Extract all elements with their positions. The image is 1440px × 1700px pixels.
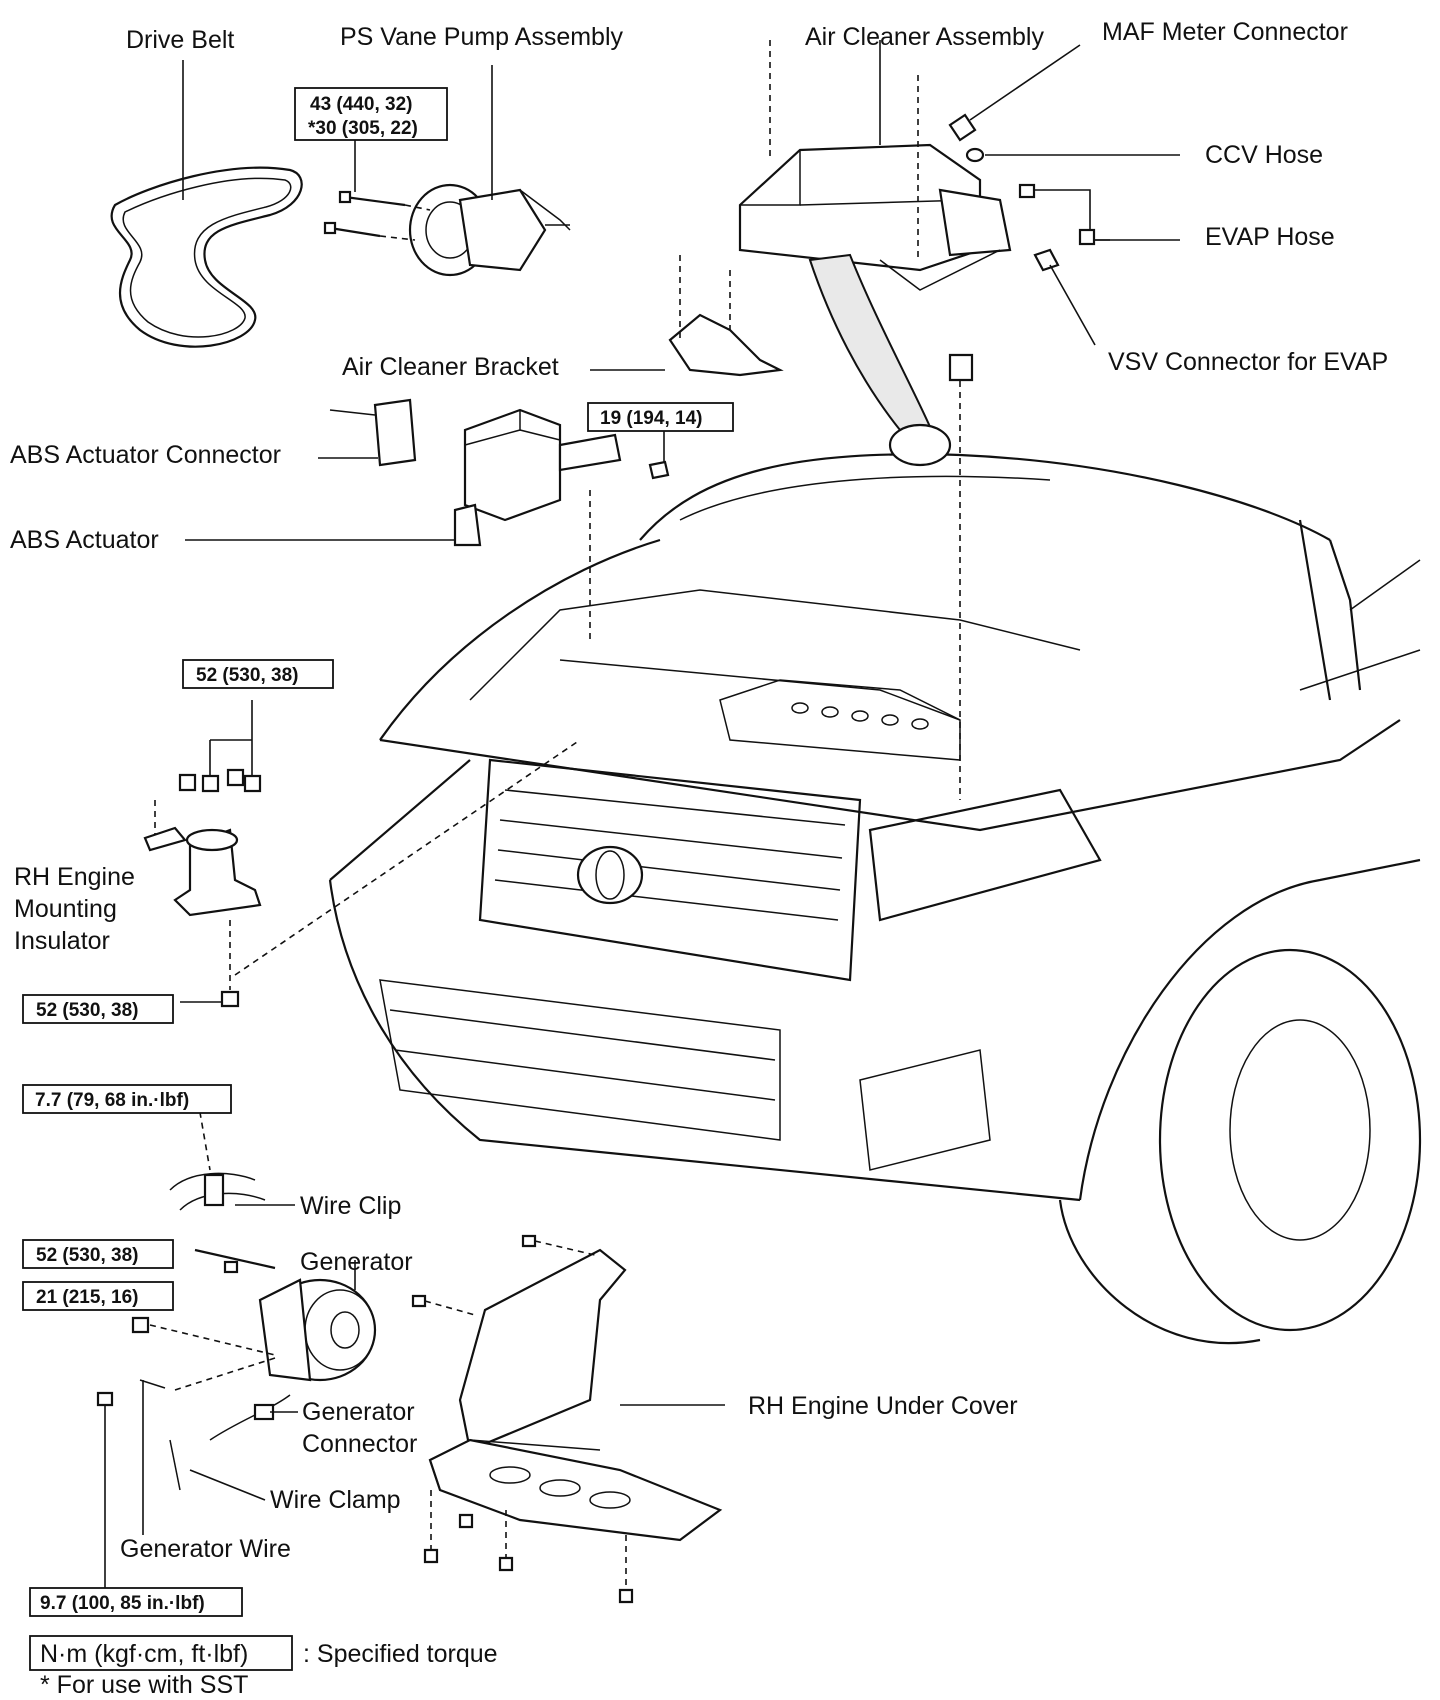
label-air-cleaner-assembly: Air Cleaner Assembly [805, 23, 1044, 51]
torque-bracket: 19 (194, 14) [600, 408, 702, 429]
label-drive-belt: Drive Belt [126, 26, 234, 54]
vehicle-front-illustration [328, 453, 1422, 1345]
label-abs-actuator-connector: ABS Actuator Connector [10, 441, 281, 469]
torque-ps-pump-line2: *30 (305, 22) [308, 118, 418, 139]
label-rh-engine-mounting-line3: Insulator [14, 927, 110, 955]
label-air-cleaner-bracket: Air Cleaner Bracket [342, 353, 559, 381]
torque-box-generator-2 [22, 1281, 174, 1311]
label-rh-engine-under-cover: RH Engine Under Cover [748, 1392, 1018, 1420]
label-generator-wire: Generator Wire [120, 1535, 291, 1563]
abs-actuator-illustration [185, 398, 670, 640]
label-rh-engine-mounting-line2: Mounting [14, 895, 117, 923]
torque-wire-clip: 7.7 (79, 68 in.·lbf) [35, 1090, 189, 1111]
label-abs-actuator: ABS Actuator [10, 526, 159, 554]
legend-unit: N·m (kgf·cm, ft·lbf) [40, 1640, 248, 1668]
label-wire-clip: Wire Clip [300, 1192, 401, 1220]
torque-box-bracket [587, 402, 734, 432]
label-vsv-connector: VSV Connector for EVAP [1108, 348, 1388, 376]
rh-engine-mounting-illustration [143, 700, 581, 1008]
drive-belt-illustration [110, 60, 303, 348]
torque-box-generator-1 [22, 1239, 174, 1269]
torque-generator-wire: 9.7 (100, 85 in.·lbf) [40, 1593, 205, 1614]
torque-box-ps-pump [294, 87, 448, 141]
label-generator: Generator [300, 1248, 413, 1276]
torque-mount-lower: 52 (530, 38) [36, 1000, 138, 1021]
torque-mount-upper: 52 (530, 38) [196, 665, 298, 686]
label-maf-meter-connector: MAF Meter Connector [1102, 18, 1348, 46]
legend-unit-description: : Specified torque [303, 1640, 498, 1668]
label-wire-clamp: Wire Clamp [270, 1486, 401, 1514]
ps-vane-pump-illustration [323, 65, 571, 277]
torque-box-mount-lower [22, 994, 174, 1024]
label-evap-hose: EVAP Hose [1205, 223, 1335, 251]
legend-unit-box [29, 1635, 293, 1671]
air-cleaner-bracket-illustration [590, 255, 784, 377]
legend-sst-note: * For use with SST [40, 1671, 248, 1699]
torque-generator-2: 21 (215, 16) [36, 1287, 138, 1308]
label-ccv-hose: CCV Hose [1205, 141, 1323, 169]
label-generator-connector-line1: Generator [302, 1398, 415, 1426]
rh-engine-under-cover-illustration [411, 1234, 725, 1604]
label-rh-engine-mounting-line1: RH Engine [14, 863, 135, 891]
torque-ps-pump-line1: 43 (440, 32) [310, 94, 412, 115]
torque-generator-1: 52 (530, 38) [36, 1245, 138, 1266]
air-cleaner-illustration [738, 40, 1180, 800]
torque-box-mount-upper [182, 659, 334, 689]
torque-box-generator-wire [29, 1587, 243, 1617]
label-ps-vane-pump: PS Vane Pump Assembly [340, 23, 624, 51]
generator-illustration [96, 1085, 377, 1590]
torque-box-wire-clip [22, 1084, 232, 1114]
label-generator-connector-line2: Connector [302, 1430, 417, 1458]
